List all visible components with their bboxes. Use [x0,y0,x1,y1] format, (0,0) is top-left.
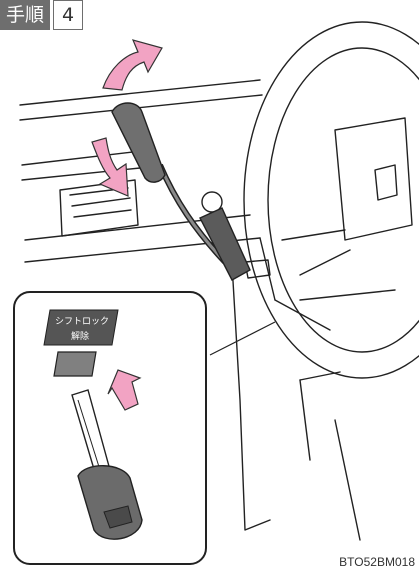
step-number: 4 [53,0,83,30]
step-label: 手順 [0,0,50,30]
curved-up-arrow-icon [103,40,162,90]
curved-down-arrow-icon [92,138,128,196]
shift-lock-sign-line2: 解除 [71,330,89,342]
step-header: 手順 4 [0,0,83,30]
shift-lock-release-slot [54,352,96,376]
shift-lever [112,103,250,280]
shift-lock-sign-line1: シフトロック [55,316,109,327]
image-code: BTO52BM018 [339,555,415,569]
